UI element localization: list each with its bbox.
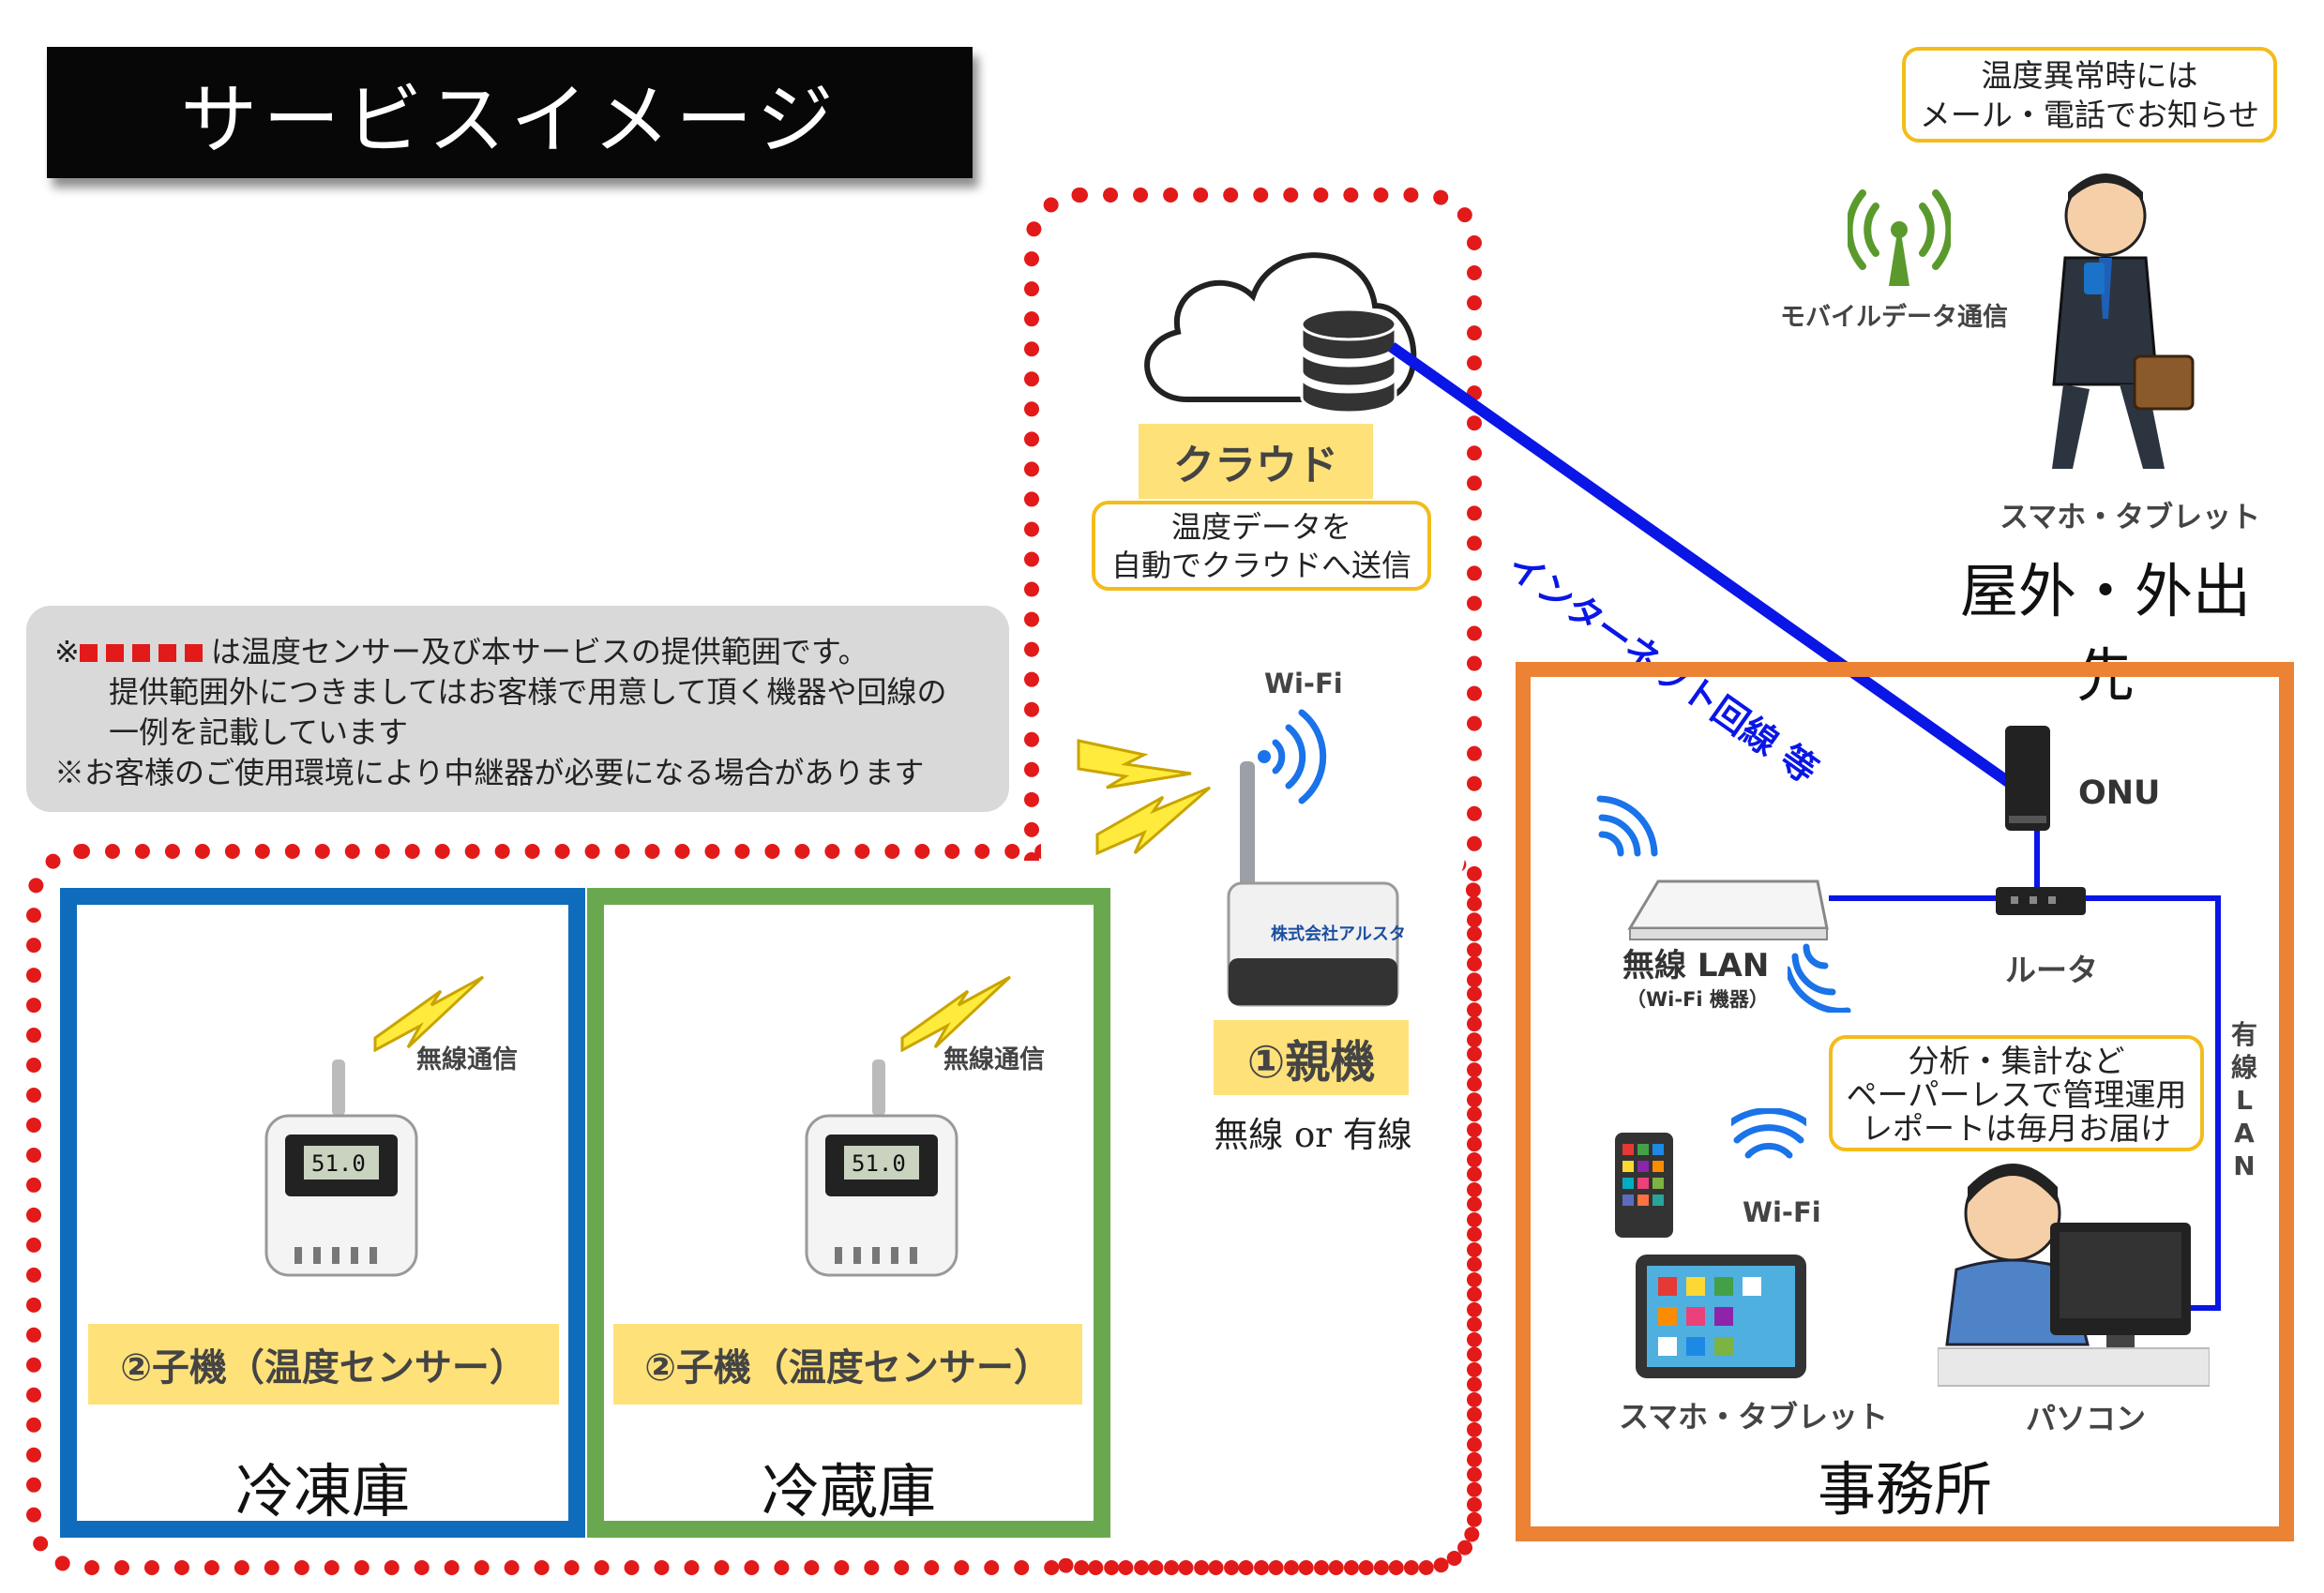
sensor-device: 51.0 xyxy=(264,1059,418,1277)
note-box: ※ は温度センサー及び本サービスの提供範囲です。 提供範囲外につきましてはお客様で… xyxy=(26,606,1009,812)
tablet-icon xyxy=(1636,1255,1806,1378)
wifi-waves-icon xyxy=(1258,709,1327,804)
cloud-icon xyxy=(1144,252,1417,402)
note-line-4: ※お客様のご使用環境により中継器が必要になる場合があります xyxy=(54,755,925,790)
parent-unit-mode: 無線 or 有線 xyxy=(1214,1115,1412,1155)
smartphone-icon xyxy=(1615,1133,1673,1238)
wifi-waves-icon xyxy=(1731,1108,1806,1159)
parent-unit-label: ①親機 xyxy=(1214,1020,1409,1095)
red-scope-marker xyxy=(184,643,203,662)
red-scope-marker xyxy=(105,643,124,662)
cloud-caption-line1: 温度データを xyxy=(1170,509,1351,545)
wireless-lightning-icon xyxy=(373,975,485,1052)
office-tablet-label: スマホ・タブレット xyxy=(1619,1399,1889,1435)
wireless-lan-device xyxy=(1627,879,1829,940)
router-device xyxy=(1996,887,2086,915)
red-scope-marker xyxy=(131,643,150,662)
businessman-icon xyxy=(2052,173,2195,469)
freezer-wireless-label: 無線通信 xyxy=(416,1045,518,1075)
title-bar: サービスイメージ xyxy=(47,47,973,178)
analysis-line3: レポートは毎月お届け xyxy=(1862,1110,2171,1147)
analysis-line1: 分析・集計など xyxy=(1908,1043,2125,1079)
analysis-line2: ペーパーレスで管理運用 xyxy=(1846,1076,2187,1113)
wifi-waves-icon xyxy=(1788,943,1851,1013)
database-icon xyxy=(1300,308,1397,414)
parent-wifi-label: Wi-Fi xyxy=(1264,668,1343,699)
wireless-lan-sub: （Wi-Fi 機器） xyxy=(1626,988,1769,1011)
wireless-lightning-icon xyxy=(900,975,1012,1052)
lightning-icon xyxy=(1077,739,1211,856)
onu-device xyxy=(2005,726,2050,831)
wired-lan-label: 有線LAN xyxy=(2230,1019,2257,1181)
analysis-note: 分析・集計など ペーパーレスで管理運用 レポートは毎月お届け xyxy=(1829,1035,2204,1151)
internet-line xyxy=(1388,342,2033,802)
mobile-notice: 温度異常時には メール・電話でお知らせ xyxy=(1902,47,2277,143)
sensor-device: 51.0 xyxy=(805,1059,958,1277)
mobile-notice-line2: メール・電話でお知らせ xyxy=(1919,97,2260,133)
red-scope-marker xyxy=(158,643,176,662)
office-pc-label: パソコン xyxy=(2026,1401,2147,1436)
cloud-caption: 温度データを 自動でクラウドへ送信 xyxy=(1092,501,1431,591)
office-worker-pc-icon xyxy=(1938,1164,2210,1387)
office-room xyxy=(1516,662,2294,1541)
mobile-signal-label: モバイルデータ通信 xyxy=(1780,303,2008,332)
cloud-label: クラウド xyxy=(1139,424,1373,499)
red-scope-marker xyxy=(79,643,98,662)
freezer-sensor-label: ②子機（温度センサー） xyxy=(88,1324,559,1405)
wired-lan-line xyxy=(2086,895,2221,1311)
parent-unit-brand: 株式会社アルスター xyxy=(1271,924,1407,944)
router-label: ルータ xyxy=(2005,952,2098,988)
wireless-lan-label: 無線 LAN xyxy=(1622,947,1770,984)
freezer-room-label: 冷凍庫 xyxy=(234,1457,410,1525)
note-line-3: 一例を記載しています xyxy=(109,714,409,750)
mobile-device-label: スマホ・タブレット xyxy=(2000,501,2261,534)
sensor-display: 51.0 xyxy=(311,1150,366,1177)
page-title: サービスイメージ xyxy=(180,75,839,165)
parent-unit-device: 株式会社アルスター xyxy=(1227,761,1407,1007)
note-line1-text: は温度センサー及び本サービスの提供範囲です。 xyxy=(210,634,868,669)
antenna-icon xyxy=(1848,189,1951,286)
cloud-caption-line2: 自動でクラウドへ送信 xyxy=(1110,548,1411,583)
note-line-2: 提供範囲外につきましてはお客様で用意して頂く機器や回線の xyxy=(109,674,947,710)
note-mark: ※ xyxy=(54,634,80,669)
office-wifi-label: Wi-Fi xyxy=(1743,1196,1821,1228)
fridge-room-label: 冷蔵庫 xyxy=(761,1457,936,1525)
fridge-sensor-label: ②子機（温度センサー） xyxy=(613,1324,1082,1405)
office-room-label: 事務所 xyxy=(1817,1455,1992,1524)
mobile-notice-line1: 温度異常時には xyxy=(1981,57,2198,94)
wifi-waves-icon xyxy=(1596,795,1658,857)
onu-label: ONU xyxy=(2078,774,2161,812)
fridge-wireless-label: 無線通信 xyxy=(943,1045,1045,1075)
note-line-1: ※ は温度センサー及び本サービスの提供範囲です。 xyxy=(54,632,981,672)
sensor-display: 51.0 xyxy=(852,1150,906,1177)
